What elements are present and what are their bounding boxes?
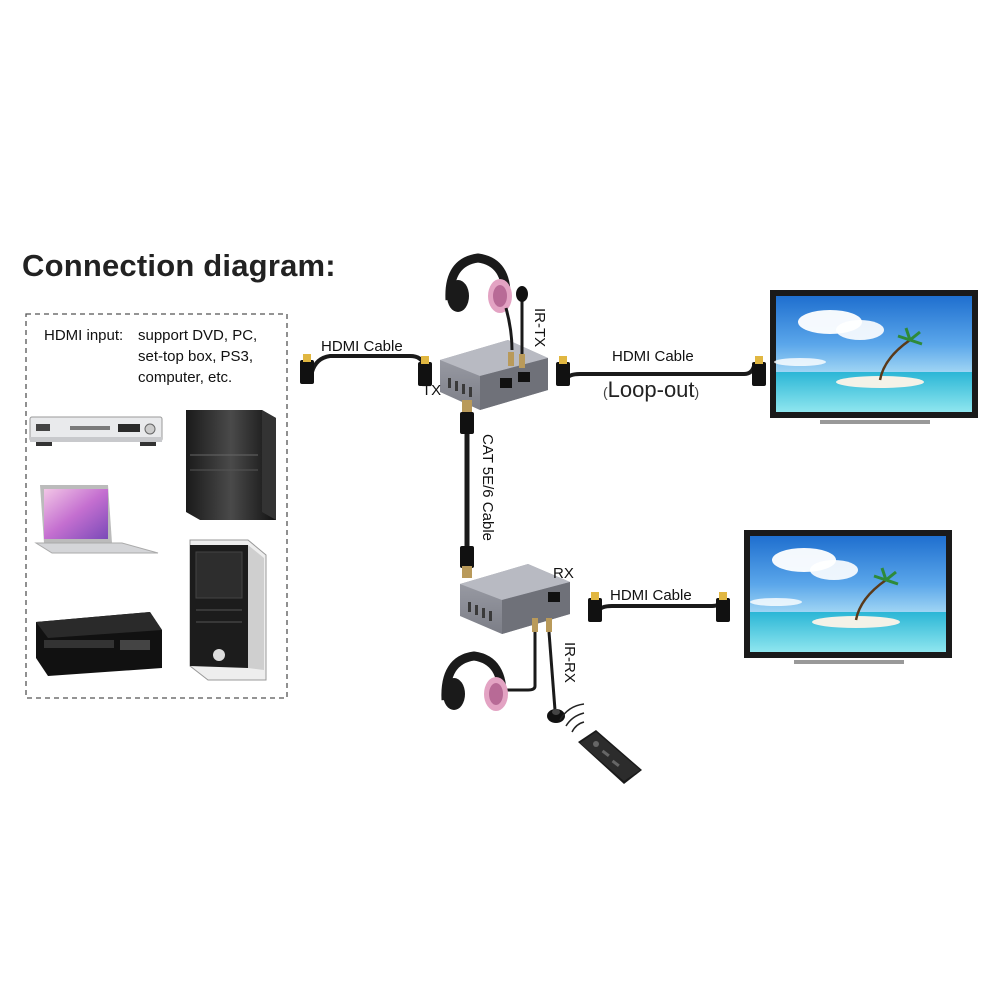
ir-tx-label: IR-TX [531, 308, 548, 348]
loop-out-text: Loop-out [607, 377, 695, 402]
desktop-pc-icon [189, 539, 267, 681]
ps3-console-icon [186, 410, 276, 520]
laptop-icon [34, 485, 159, 554]
hdmi-cable-output [588, 592, 730, 622]
source-input-label: HDMI input: [44, 327, 124, 344]
rx-device [460, 564, 570, 634]
tx-device [440, 340, 548, 410]
hdmi-cable-input-label: HDMI Cable [321, 338, 403, 355]
dvd-player-icon [29, 416, 163, 446]
tv-rx-icon [744, 530, 952, 664]
hdmi-cable-loopout [556, 356, 766, 386]
source-line-1: support DVD, PC, [138, 327, 258, 344]
cat-cable [460, 400, 474, 578]
remote-control-icon [559, 703, 642, 784]
tv-loopout-icon [770, 290, 978, 424]
set-top-box-icon [36, 612, 162, 676]
loop-out-label: (Loop-out) [603, 377, 699, 403]
hdmi-cable-loop-label: HDMI Cable [612, 348, 694, 365]
source-box [25, 313, 288, 699]
headphones-tx-icon [445, 253, 512, 313]
loop-close-paren: ) [694, 384, 700, 400]
source-line-2: set-top box, PS3, [138, 348, 254, 365]
headphones-rx-icon [441, 651, 508, 711]
rx-label: RX [553, 565, 574, 582]
tx-label: TX [422, 382, 442, 399]
diagram-title: Connection diagram: [22, 248, 336, 283]
hdmi-cable-input [300, 354, 432, 386]
ir-tx-cable [504, 286, 528, 368]
cat-cable-label: CAT 5E/6 Cable [479, 434, 496, 541]
ir-rx-label: IR-RX [561, 642, 578, 683]
hdmi-cable-output-label: HDMI Cable [610, 587, 692, 604]
loop-open-paren: ( [603, 384, 608, 400]
source-line-3: computer, etc. [138, 369, 233, 386]
rx-audio-ir-cables [506, 618, 557, 711]
